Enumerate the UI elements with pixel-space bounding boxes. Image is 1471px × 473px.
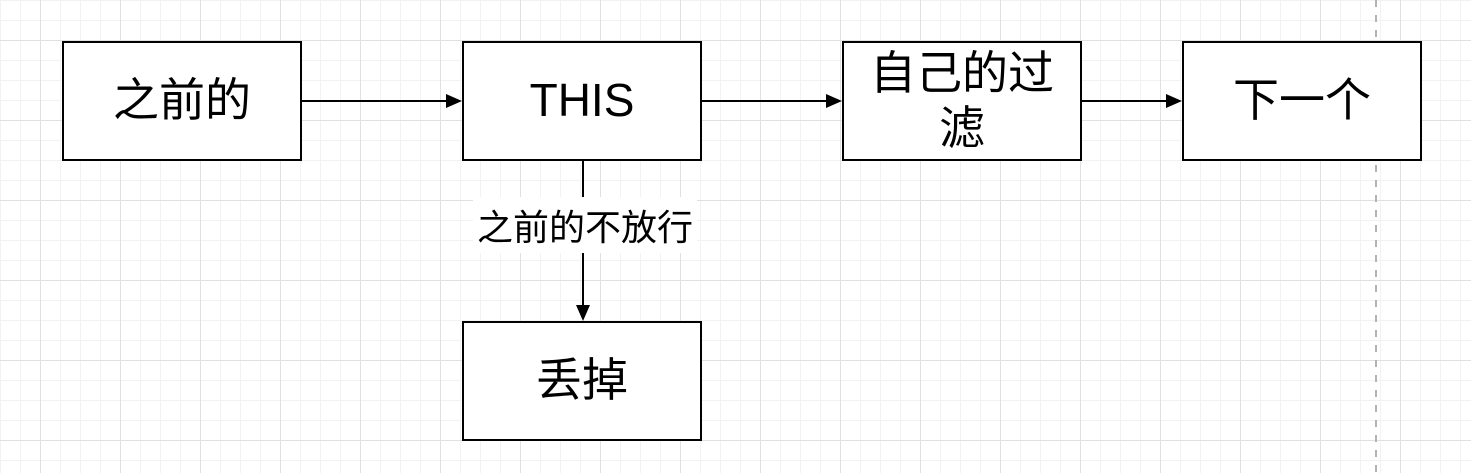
node-this[interactable]: THIS xyxy=(462,41,702,161)
arrowhead-icon xyxy=(576,305,590,321)
node-next-label: 下一个 xyxy=(1233,74,1371,127)
node-previous[interactable]: 之前的 xyxy=(62,41,302,161)
page-boundary-guide xyxy=(1375,0,1377,473)
node-own-filter[interactable]: 自己的过滤 xyxy=(842,41,1082,161)
arrowhead-icon xyxy=(446,94,462,108)
edge-own-filter-to-next[interactable] xyxy=(1082,100,1166,102)
edge-previous-to-this[interactable] xyxy=(302,100,446,102)
node-next[interactable]: 下一个 xyxy=(1182,41,1422,161)
node-discard-label: 丢掉 xyxy=(536,354,628,407)
arrowhead-icon xyxy=(826,94,842,108)
node-this-label: THIS xyxy=(529,74,635,127)
edge-this-to-own-filter[interactable] xyxy=(702,100,826,102)
node-own-filter-label: 自己的过滤 xyxy=(870,46,1054,154)
arrowhead-icon xyxy=(1166,94,1182,108)
node-previous-label: 之前的 xyxy=(113,74,251,127)
edge-label-this-to-discard[interactable]: 之前的不放行 xyxy=(472,197,698,253)
node-discard[interactable]: 丢掉 xyxy=(462,321,702,441)
